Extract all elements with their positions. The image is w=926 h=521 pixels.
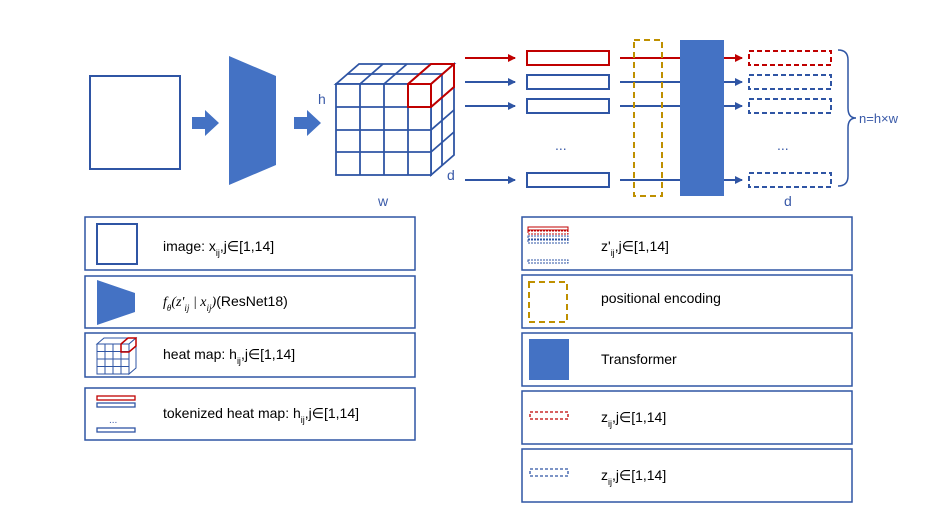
legend-row-heatmap <box>84 332 416 378</box>
legend-row-z-blue <box>521 448 853 503</box>
legend-row-zprime <box>521 216 853 271</box>
legend-row-tokenized <box>84 387 416 441</box>
token-bar-n <box>526 172 610 188</box>
legend-z-red-text: zij,j∈[1,14] <box>601 409 666 429</box>
arrow-encoder-to-heatmap <box>294 110 321 136</box>
n-formula-label: n=h×w <box>859 111 899 126</box>
transformer-block <box>680 40 724 196</box>
positional-encoding-box <box>633 39 663 197</box>
svg-text:...: ... <box>109 415 117 426</box>
legend-tokenized-text: tokenized heat map: hij,j∈[1,14] <box>163 405 359 425</box>
zprime-stack-icon <box>527 226 569 264</box>
arrow-image-to-encoder <box>192 110 219 136</box>
tokenized-heatmap-icon: ... <box>96 395 136 433</box>
cube-d-label: d <box>447 167 455 183</box>
heatmap-highlight-token <box>407 63 455 108</box>
output-bar-red <box>748 50 832 66</box>
legend-posenc-text: positional encoding <box>601 290 721 306</box>
posenc-dashed-icon <box>528 281 568 323</box>
legend-zprime-text: z'ij,j∈[1,14] <box>601 238 669 258</box>
legend-z-blue-text: zij,j∈[1,14] <box>601 467 666 487</box>
token-bar-2 <box>526 74 610 90</box>
legend-transformer-text: Transformer <box>601 351 677 367</box>
resnet-encoder-trapezoid <box>229 56 276 185</box>
transformer-icon <box>529 339 569 380</box>
token-bar-3 <box>526 98 610 114</box>
cube-w-label: w <box>377 193 389 209</box>
output-bar-3 <box>748 98 832 114</box>
z-blue-dashed-icon <box>529 468 569 477</box>
legend-row-z-red <box>521 390 853 445</box>
legend-row-function <box>84 275 416 329</box>
legend-heatmap-text: heat map: hij,j∈[1,14] <box>163 346 295 366</box>
token-ellipsis: ... <box>555 137 567 153</box>
legend-function-text: fθ(z'ij | xij)(ResNet18) <box>163 293 288 313</box>
cube-h-label: h <box>318 91 326 107</box>
heatmap-cube-icon <box>95 336 138 376</box>
legend-left: image: xij,j∈[1,14] fθ(z'ij | xij)(ResNe… <box>84 216 416 441</box>
output-ellipsis: ... <box>777 137 789 153</box>
z-red-dashed-icon <box>529 411 569 420</box>
output-bar-2 <box>748 74 832 90</box>
image-icon <box>96 223 138 265</box>
output-d-label: d <box>784 193 792 209</box>
output-bar-n <box>748 172 832 188</box>
input-image <box>89 75 181 170</box>
encoder-trapezoid-icon <box>97 280 135 325</box>
legend-row-image <box>84 216 416 271</box>
legend-row-posenc <box>521 274 853 329</box>
token-bar-red <box>526 50 610 66</box>
n-brace <box>837 49 857 187</box>
legend-image-text: image: xij,j∈[1,14] <box>163 238 274 258</box>
legend-right: z'ij,j∈[1,14] positional encoding Transf… <box>521 216 853 503</box>
legend-row-transformer <box>521 332 853 387</box>
